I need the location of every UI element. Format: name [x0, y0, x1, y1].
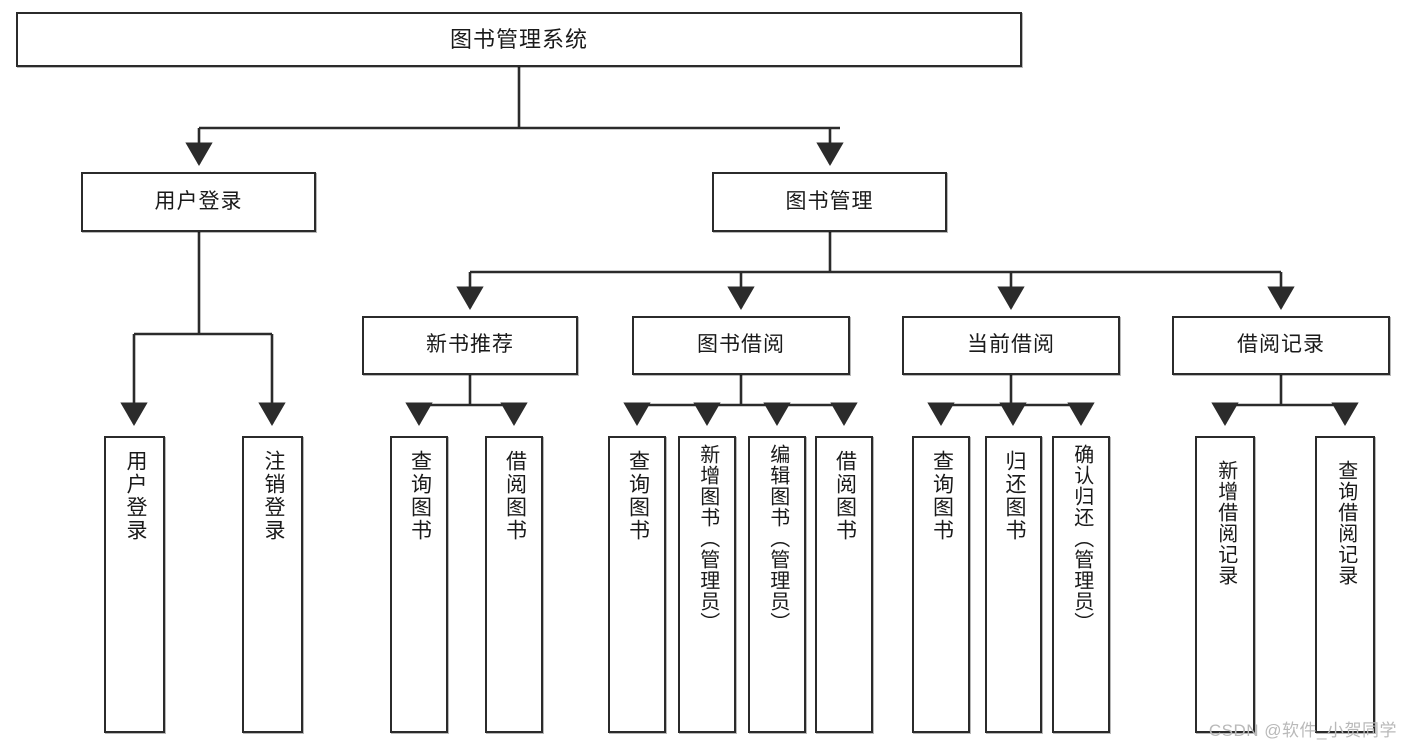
node-leaf-query-book-1-label: 查询图书 — [408, 450, 432, 542]
node-user-login[interactable]: 用户登录 — [81, 172, 316, 232]
node-leaf-return-book-label: 归还图书 — [1002, 450, 1026, 542]
node-leaf-logout-label: 注销登录 — [261, 450, 285, 542]
node-borrow-record-label: 借阅记录 — [1237, 333, 1325, 357]
node-leaf-confirm-return-label: 确认归还（管理员） — [1070, 444, 1093, 633]
node-leaf-query-record[interactable]: 查询借阅记录 — [1315, 436, 1375, 733]
node-leaf-query-book-2-label: 查询图书 — [626, 450, 650, 542]
node-new-book-rec[interactable]: 新书推荐 — [362, 316, 578, 375]
node-user-login-label: 用户登录 — [154, 189, 243, 213]
node-leaf-logout[interactable]: 注销登录 — [242, 436, 303, 733]
node-root-label: 图书管理系统 — [449, 26, 588, 52]
node-leaf-query-book-1[interactable]: 查询图书 — [390, 436, 448, 733]
node-book-manage[interactable]: 图书管理 — [712, 172, 947, 232]
node-current-borrow-label: 当前借阅 — [967, 333, 1055, 357]
node-book-borrow[interactable]: 图书借阅 — [632, 316, 850, 375]
node-leaf-user-login-label: 用户登录 — [123, 450, 147, 542]
node-current-borrow[interactable]: 当前借阅 — [902, 316, 1120, 375]
node-leaf-add-record[interactable]: 新增借阅记录 — [1195, 436, 1255, 733]
node-book-borrow-label: 图书借阅 — [697, 333, 785, 357]
node-borrow-record[interactable]: 借阅记录 — [1172, 316, 1390, 375]
node-leaf-query-book-3[interactable]: 查询图书 — [912, 436, 970, 733]
node-leaf-user-login[interactable]: 用户登录 — [104, 436, 165, 733]
node-leaf-query-record-label: 查询借阅记录 — [1334, 460, 1357, 586]
watermark-text: CSDN @软件_小贺同学 — [1208, 721, 1397, 740]
node-leaf-edit-book[interactable]: 编辑图书（管理员） — [748, 436, 806, 733]
node-leaf-add-book[interactable]: 新增图书（管理员） — [678, 436, 736, 733]
node-leaf-borrow-book-1[interactable]: 借阅图书 — [485, 436, 543, 733]
node-leaf-query-book-2[interactable]: 查询图书 — [608, 436, 666, 733]
node-root[interactable]: 图书管理系统 — [16, 12, 1022, 67]
node-leaf-add-record-label: 新增借阅记录 — [1214, 460, 1237, 586]
node-new-book-rec-label: 新书推荐 — [426, 333, 514, 357]
node-leaf-add-book-label: 新增图书（管理员） — [696, 444, 719, 633]
node-book-manage-label: 图书管理 — [785, 189, 874, 213]
node-leaf-query-book-3-label: 查询图书 — [930, 450, 954, 542]
node-leaf-confirm-return[interactable]: 确认归还（管理员） — [1052, 436, 1110, 733]
node-leaf-borrow-book-1-label: 借阅图书 — [503, 450, 527, 542]
node-leaf-borrow-book-2[interactable]: 借阅图书 — [815, 436, 873, 733]
node-leaf-borrow-book-2-label: 借阅图书 — [833, 450, 857, 542]
node-leaf-return-book[interactable]: 归还图书 — [985, 436, 1042, 733]
node-leaf-edit-book-label: 编辑图书（管理员） — [766, 444, 789, 633]
